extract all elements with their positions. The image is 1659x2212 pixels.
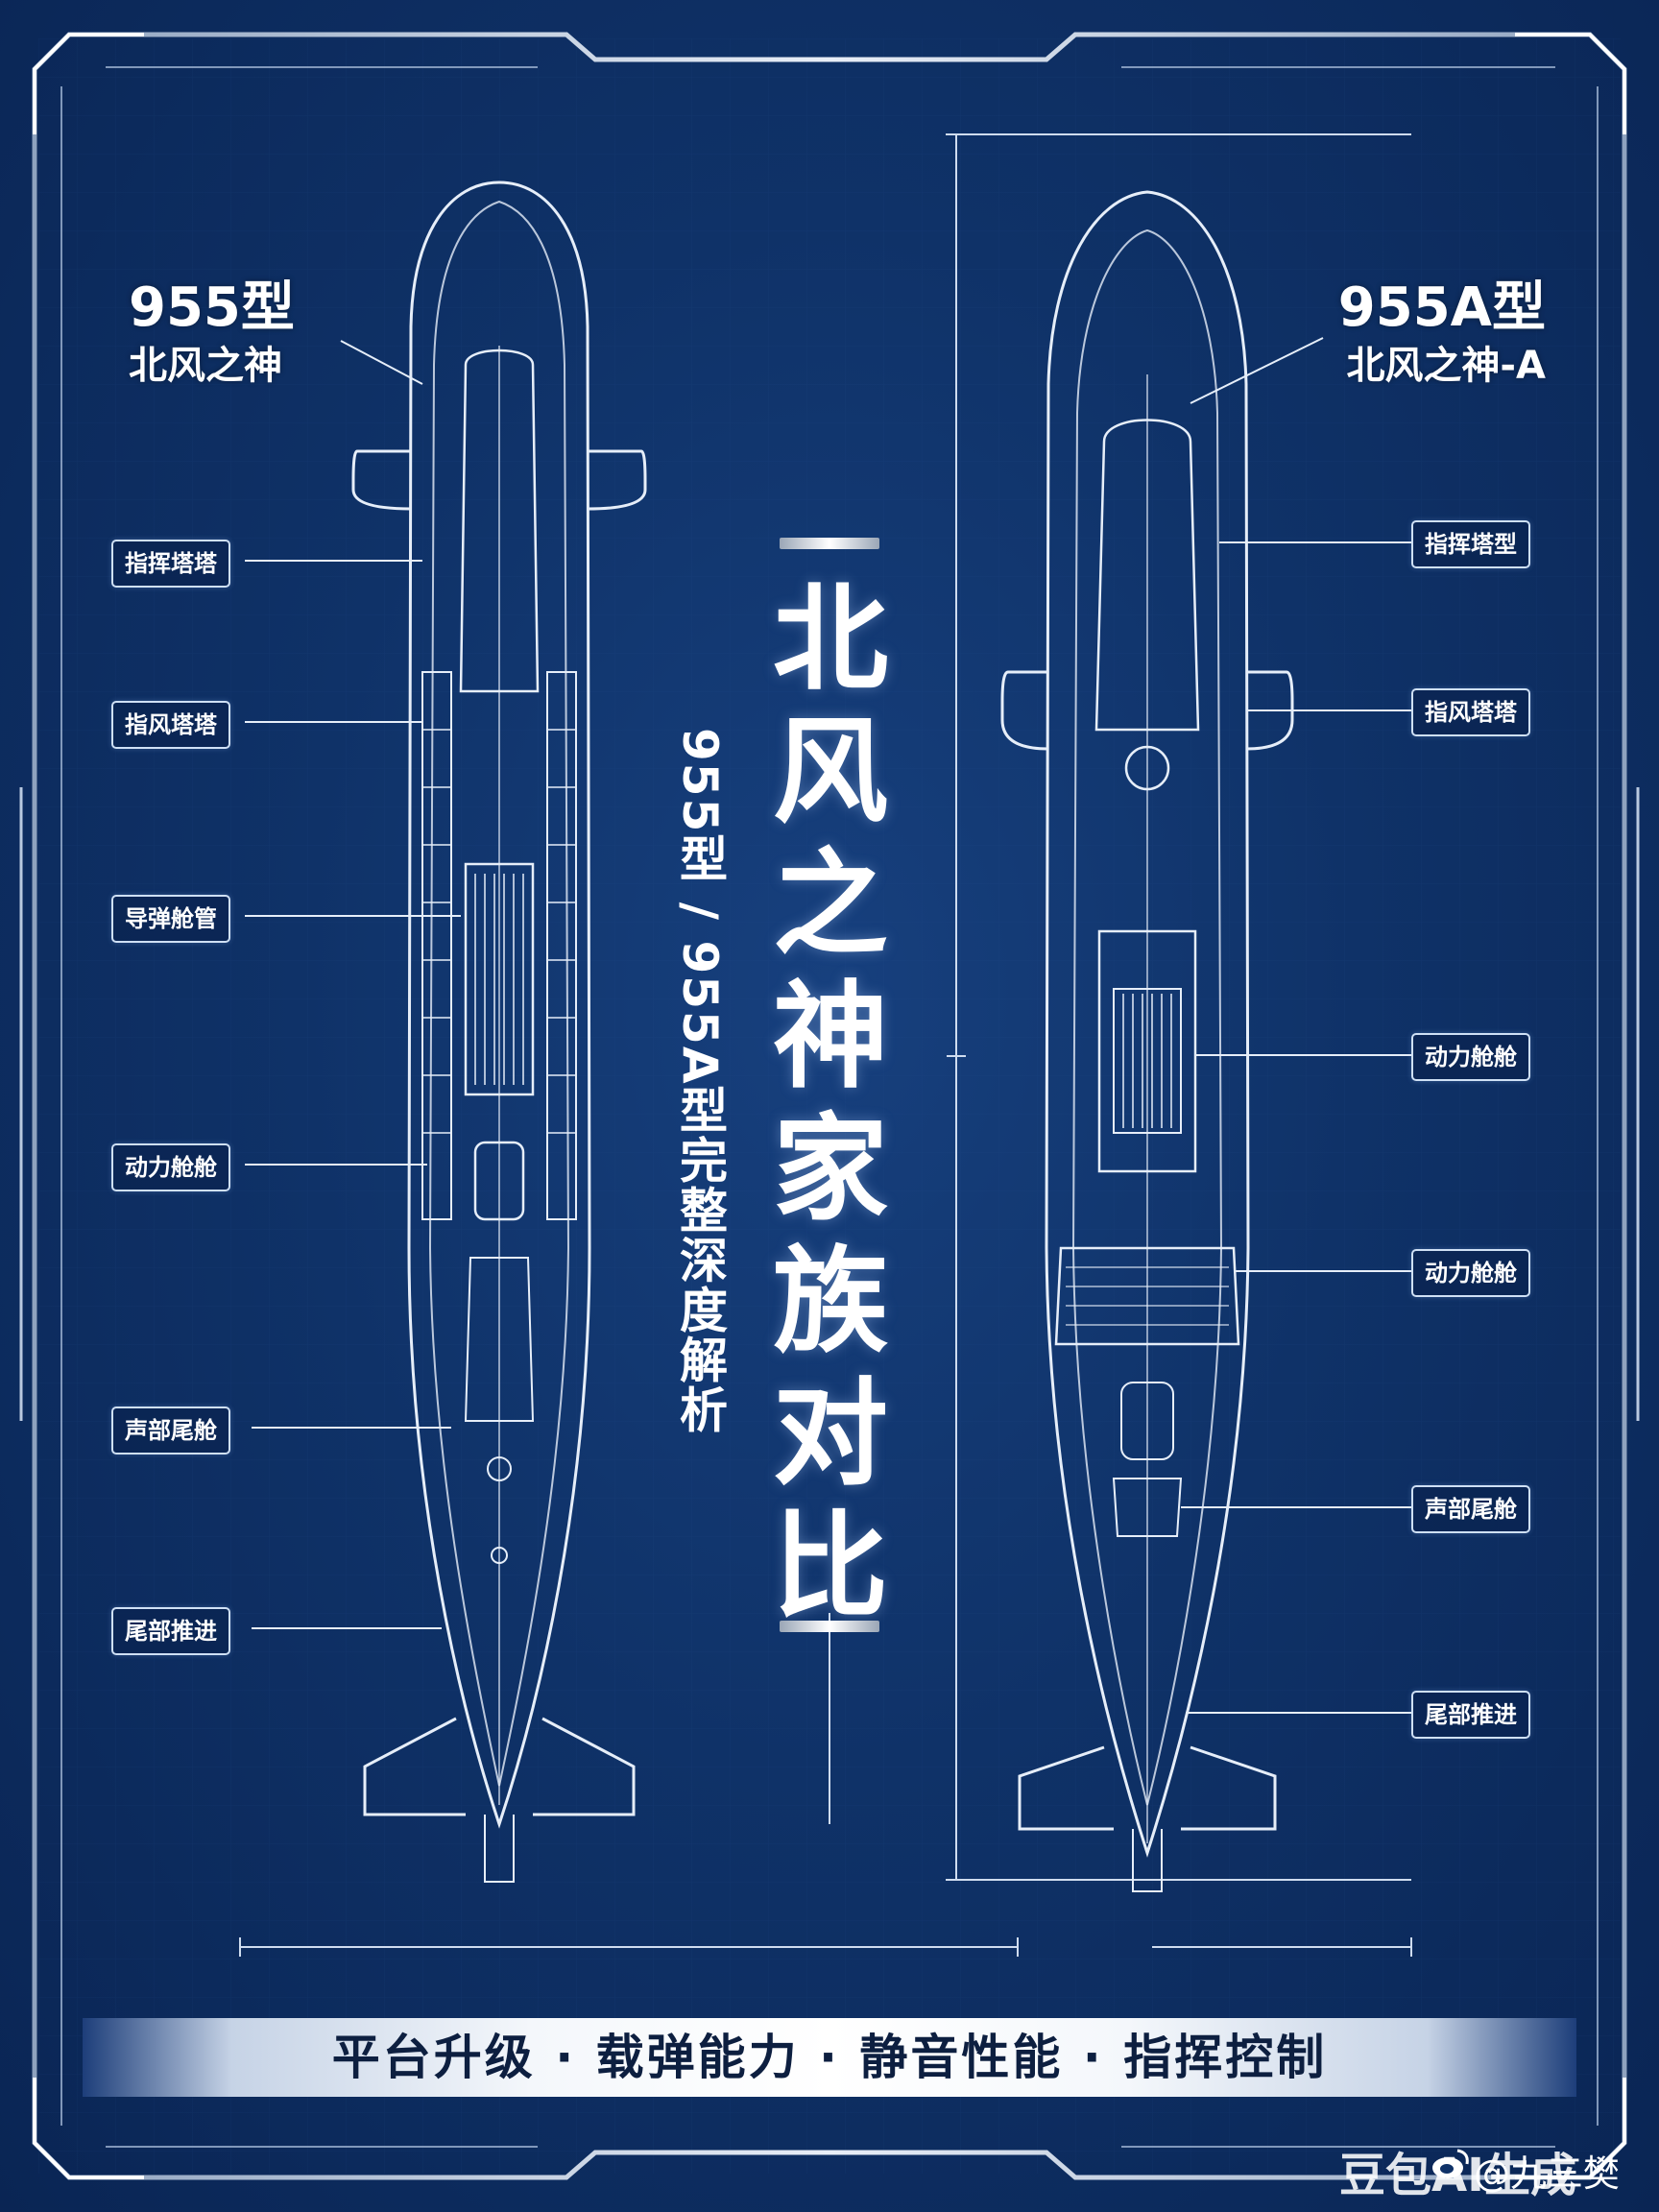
right-model-code: 955A型 — [1337, 276, 1546, 339]
left-callout-6: 尾部推进 — [111, 1607, 230, 1655]
right-callout-6: 尾部推进 — [1411, 1691, 1530, 1739]
left-submarine-drawing — [351, 180, 647, 1883]
right-callout-1: 指挥塔型 — [1411, 520, 1530, 568]
title-char: 族 — [773, 1236, 888, 1369]
title-char: 神 — [773, 971, 888, 1104]
left-model-label: 955型 北风之神 — [129, 276, 295, 392]
right-callout-2: 指风塔塔 — [1411, 688, 1530, 736]
right-leader-lines — [1181, 337, 1411, 1714]
right-model-label: 955A型 北风之神-A — [1338, 276, 1546, 392]
left-callout-4: 动力舱舱 — [111, 1143, 230, 1191]
subtitle: 955型 / 955A型完整深度解析 — [672, 728, 728, 1435]
left-callout-3: 导弹舱管 — [111, 895, 230, 943]
right-callout-4: 动力舱舱 — [1411, 1249, 1530, 1297]
right-submarine-drawing — [1000, 190, 1294, 1892]
left-leader-lines — [245, 340, 461, 1629]
title-char: 北 — [773, 573, 888, 707]
right-callout-3: 动力舱舱 — [1411, 1033, 1530, 1081]
left-callout-2: 指风塔塔 — [111, 701, 230, 749]
right-callout-5: 声部尾舱 — [1411, 1485, 1530, 1533]
left-callout-5: 声部尾舱 — [111, 1407, 230, 1455]
right-model-name: 北风之神-A — [1346, 344, 1546, 388]
feature-banner: 平台升级 · 载弹能力 · 静音性能 · 指挥控制 — [83, 2018, 1576, 2097]
main-title: 北 风 之 神 家 族 对 比 — [758, 574, 902, 1634]
left-model-name: 北风之神 — [129, 344, 282, 388]
title-char: 对 — [773, 1368, 888, 1502]
title-bottom-bar — [780, 1621, 879, 1632]
author-credit: @九三樊 — [1474, 2152, 1621, 2195]
title-char: 比 — [773, 1501, 888, 1634]
left-model-code: 955型 — [129, 276, 295, 339]
title-top-bar — [780, 538, 879, 549]
title-char: 家 — [773, 1103, 888, 1237]
title-char: 风 — [773, 706, 888, 839]
weibo-icon — [1432, 2149, 1469, 2178]
title-char: 之 — [773, 838, 888, 972]
left-callout-1: 指挥塔塔 — [111, 540, 230, 588]
